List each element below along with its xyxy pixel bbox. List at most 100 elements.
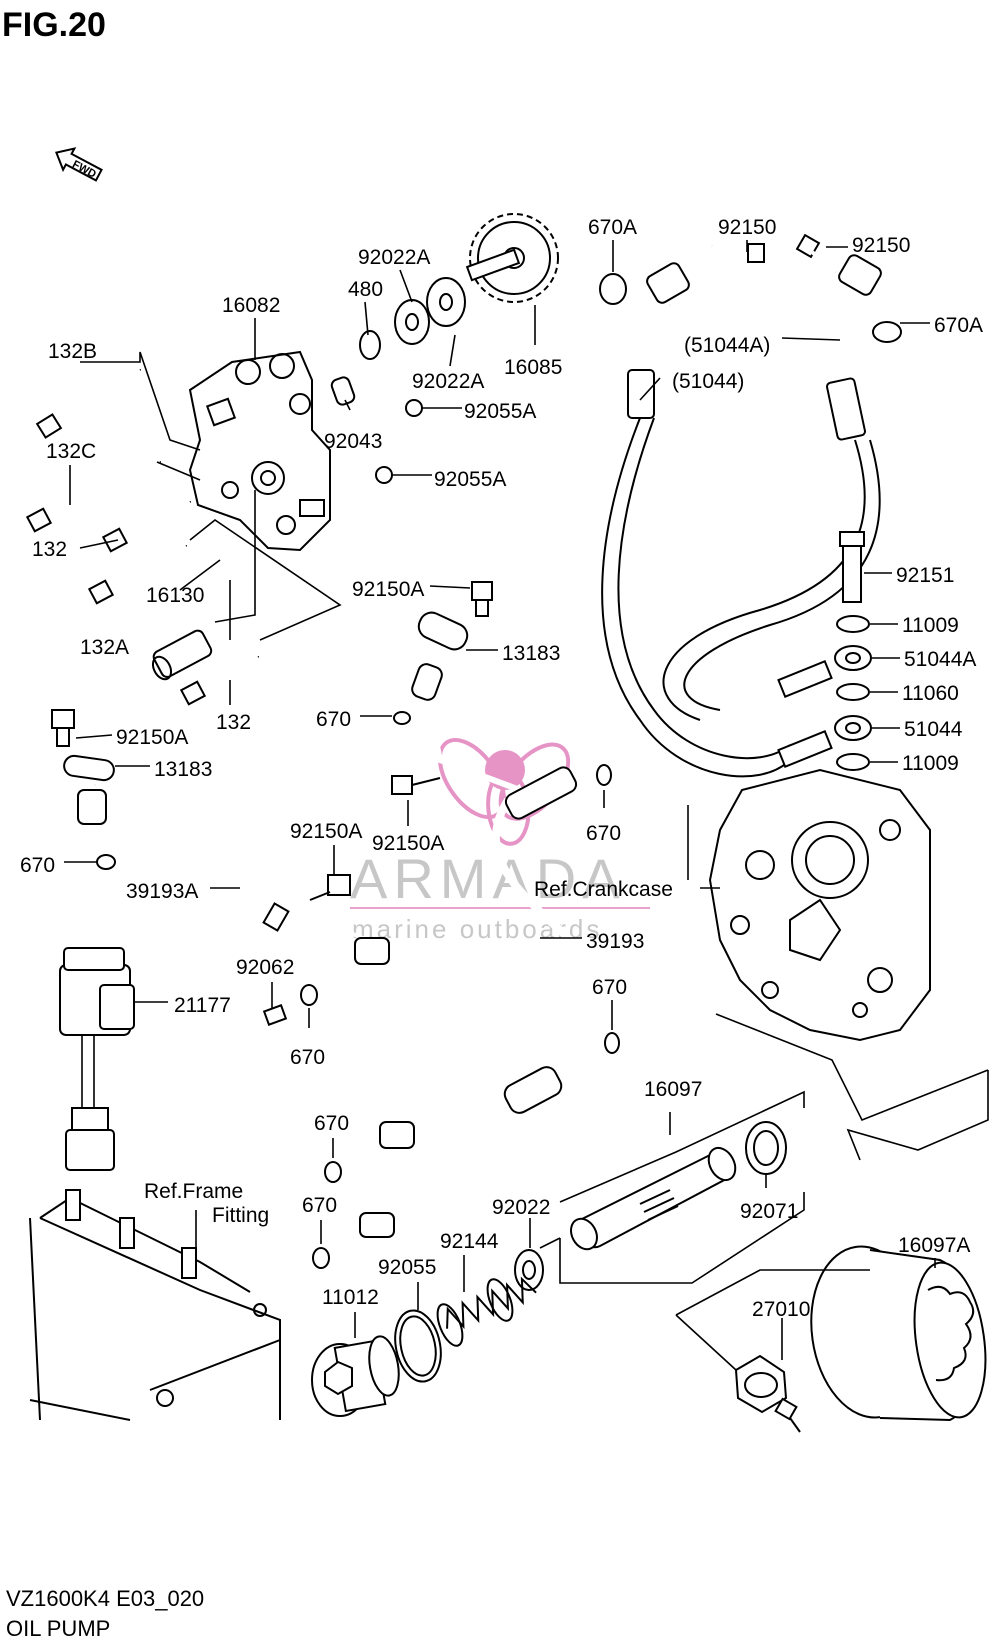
callout-480: 480 (348, 278, 383, 301)
callout-13183-1: 13183 (502, 642, 560, 665)
frame-fitting-reference (29, 1189, 281, 1421)
plug-92062 (262, 1004, 288, 1026)
callout-92022A-2: 92022A (412, 370, 484, 393)
crankcase-reference (708, 768, 931, 1042)
callout-92150-2: 92150 (852, 234, 910, 257)
oring-670-f (324, 1161, 342, 1183)
oil-hose-51044A (662, 254, 882, 721)
oring-670-c (96, 854, 116, 870)
bolt-92150A-1 (471, 581, 493, 617)
bolt-92150-2 (795, 233, 838, 274)
callout-92150A-1: 92150A (352, 578, 424, 601)
oring-670-d (300, 984, 318, 1006)
callout-16130: 16130 (146, 584, 204, 607)
ref-crankcase-label: Ref.Crankcase (534, 878, 673, 901)
callout-92043: 92043 (324, 430, 382, 453)
callout-92150A-3: 92150A (290, 820, 362, 843)
callout-92022: 92022 (492, 1196, 550, 1219)
oil-hose-51044 (601, 262, 791, 778)
banjo-51044A (777, 645, 872, 699)
callout-670-f: 670 (314, 1112, 349, 1135)
callout-670-d: 670 (290, 1046, 325, 1069)
callout-132A: 132A (80, 636, 129, 659)
callout-132-upper: 132 (32, 538, 67, 561)
oring-670-b (596, 764, 612, 786)
callout-51044A-banjo: 51044A (904, 648, 976, 671)
spring-92144 (436, 1276, 537, 1347)
circlip-480 (359, 330, 381, 360)
clamp-13183-2 (63, 754, 115, 782)
callout-670-e: 670 (592, 976, 627, 999)
pressure-switch-27010 (734, 1354, 801, 1433)
oil-filter-16097A (810, 1245, 987, 1422)
connector-21177 (59, 947, 135, 1171)
footer-model-code: VZ1600K4 E03_020 (6, 1586, 204, 1611)
watermark-brand: ARMADA (350, 847, 626, 910)
bolt-132-lower (179, 655, 260, 706)
oil-pump-body (188, 350, 331, 552)
callout-11009-2: 11009 (902, 752, 959, 775)
washer-11009-1 (836, 615, 870, 633)
oil-strainer-16097 (570, 1146, 737, 1251)
callout-92055A-2: 92055A (434, 468, 506, 491)
pump-gear-16085 (465, 213, 559, 303)
callout-670-g: 670 (302, 1194, 337, 1217)
washer-92022A-2 (426, 277, 466, 327)
oring-670-e (604, 1032, 620, 1054)
callout-11009-1: 11009 (902, 614, 959, 637)
callout-92150-1: 92150 (718, 216, 776, 239)
pin-92043 (330, 376, 356, 406)
callout-670-b: 670 (586, 822, 621, 845)
callout-92144: 92144 (440, 1230, 499, 1253)
callout-92022A-1: 92022A (358, 246, 430, 269)
union-bolt-92151 (839, 531, 865, 603)
figure-title: FIG.20 (2, 6, 106, 44)
oil-pipe-39193 (411, 663, 583, 1114)
callout-16097A: 16097A (898, 1234, 970, 1257)
callout-51044A: (51044A) (684, 334, 770, 357)
bolt-132C (25, 460, 161, 533)
plug-11012 (311, 1335, 400, 1417)
callout-21177: 21177 (174, 994, 231, 1017)
callout-92150A-4: 92150A (372, 832, 444, 855)
callout-670-c: 670 (20, 854, 55, 877)
bolt-132A (87, 544, 187, 605)
callout-92150A-2: 92150A (116, 726, 188, 749)
callout-labels: 16082 132B 132C 132 132A 16130 132 480 9… (20, 216, 983, 1321)
callout-51044-banjo: 51044 (904, 718, 963, 741)
fwd-label: FWD (70, 158, 98, 180)
banjo-51044 (777, 715, 872, 769)
bolt-92150A-2 (51, 709, 75, 747)
bolt-132B (35, 368, 142, 439)
callout-132-lower: 132 (216, 711, 251, 734)
footer-section-name: OIL PUMP (6, 1616, 110, 1641)
fwd-arrow-icon: FWD (55, 147, 103, 182)
oring-92055 (394, 1309, 442, 1383)
callout-92055: 92055 (378, 1256, 436, 1279)
callout-39193A: 39193A (126, 880, 198, 903)
washer-92022 (514, 1249, 544, 1291)
oring-670A-2 (872, 321, 902, 343)
clamp-13183-1 (417, 611, 469, 651)
bolt-132-upper (101, 500, 191, 553)
callout-51044: (51044) (672, 370, 744, 393)
callout-92071: 92071 (740, 1200, 798, 1223)
oring-92055A-2 (375, 466, 393, 484)
callout-670A-2: 670A (934, 314, 983, 337)
oring-670-g (312, 1247, 330, 1269)
leader-lines (64, 240, 989, 1371)
oring-92055A-1 (405, 399, 423, 417)
callout-92062: 92062 (236, 956, 294, 979)
callout-16085: 16085 (504, 356, 562, 379)
callout-13183-2: 13183 (154, 758, 212, 781)
oil-pipe-39193A (77, 778, 460, 1238)
bolt-92150A-3 (391, 775, 441, 795)
oring-670A-1 (599, 273, 627, 305)
callout-92151: 92151 (896, 564, 954, 587)
bolt-92150A-4 (309, 874, 351, 901)
callout-670-a: 670 (316, 708, 351, 731)
washer-11009-2 (836, 753, 870, 771)
ref-frame-label: Ref.Frame (144, 1180, 243, 1203)
callout-11060: 11060 (902, 682, 959, 705)
ref-fitting-label: Fitting (212, 1204, 269, 1227)
